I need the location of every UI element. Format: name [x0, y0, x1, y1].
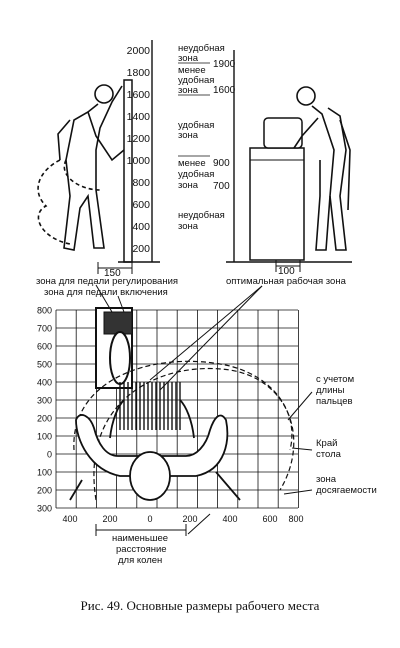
leader-lines	[95, 284, 313, 535]
tick-1400: 1400	[127, 111, 151, 123]
worker-figure	[293, 86, 351, 251]
x-tick-label: 400	[222, 514, 237, 524]
zone-4-line1: менее	[178, 158, 206, 169]
y-tick-label: 600	[37, 342, 52, 352]
optimal-work-zone	[119, 382, 181, 430]
label-reach-2: досягаемости	[316, 485, 377, 496]
tick-1200: 1200	[127, 133, 151, 145]
bottom-panel-labels: зона для педали регулирования зона для п…	[36, 276, 377, 566]
zone-3-line1: удобная	[178, 120, 214, 131]
label-pedal-adjust: зона для педали регулирования	[36, 276, 178, 287]
label-reach-1: зона	[316, 474, 337, 485]
figure-caption: Рис. 49. Основные размеры рабочего места	[80, 598, 320, 613]
label-knees-2: расстояние	[116, 544, 167, 555]
tick-800: 800	[132, 177, 150, 189]
zone-values: 1900 1600 900 700	[213, 59, 236, 192]
top-right-panel: 100	[226, 50, 352, 277]
reach-grid	[55, 309, 299, 509]
bottom-panel: зона для педали регулирования зона для п…	[36, 276, 377, 566]
dim-150-label: 150	[104, 268, 121, 279]
x-tick-labels: 400 200 0 200 400 600 800	[62, 514, 303, 524]
label-pedal-switch: зона для педали включения	[44, 287, 168, 298]
y-tick-label: 100	[37, 432, 52, 442]
zone-labels: неудобная зона менее удобная зона удобна…	[178, 43, 225, 232]
x-tick-label: 600	[262, 514, 277, 524]
seated-person-top-view	[69, 399, 241, 501]
label-fingers-2: длины	[316, 385, 345, 396]
y-tick-labels: 800 700 600 500 400 300 200 100 0 100 200 300	[37, 306, 52, 514]
label-optimal-zone: оптимальная рабочая зона	[226, 276, 347, 287]
tick-1800: 1800	[127, 67, 151, 79]
zone-5-line2: зона	[178, 221, 199, 232]
zone-5-line1: неудобная	[178, 210, 225, 221]
y-tick-label: 100	[37, 468, 52, 478]
tick-400: 400	[132, 221, 150, 233]
zone-4-line2: удобная	[178, 169, 214, 180]
value-900: 900	[213, 158, 230, 169]
y-tick-label: 400	[37, 378, 52, 388]
x-tick-label: 0	[147, 514, 152, 524]
standing-person-figure	[37, 84, 125, 251]
top-left-panel: 150 2000 1800 1600 1400 1200 1000 800 60…	[37, 40, 236, 279]
y-tick-label: 200	[37, 414, 52, 424]
tick-2000: 2000	[127, 45, 151, 57]
reach-arc-outer	[93, 367, 295, 501]
height-tick-labels: 2000 1800 1600 1400 1200 1000 800 600 40…	[127, 45, 151, 255]
knee-dimension	[95, 524, 187, 536]
zone-3-line2: зона	[178, 130, 199, 141]
label-table-edge-1: Край	[316, 438, 337, 449]
x-tick-label: 400	[62, 514, 77, 524]
zone-2-line1: менее	[178, 65, 206, 76]
workbench	[249, 147, 305, 261]
head-top-view	[129, 451, 171, 501]
y-tick-label: 300	[37, 396, 52, 406]
tick-600: 600	[132, 199, 150, 211]
zone-1-line1: неудобная	[178, 43, 225, 54]
y-tick-label: 200	[37, 486, 52, 496]
label-table-edge-2: стола	[316, 449, 342, 460]
dimension-100: 100	[275, 260, 301, 277]
vertical-board	[123, 79, 133, 263]
zone-2-line2: удобная	[178, 75, 214, 86]
x-tick-label: 200	[182, 514, 197, 524]
dim-100-label: 100	[278, 266, 295, 277]
y-tick-label: 0	[47, 450, 52, 460]
label-fingers-3: пальцев	[316, 396, 353, 407]
label-fingers-1: с учетом	[316, 374, 354, 385]
value-1600: 1600	[213, 85, 236, 96]
value-1900: 1900	[213, 59, 236, 70]
tick-1600: 1600	[127, 89, 151, 101]
dimension-150: 150	[97, 262, 133, 279]
label-knees-1: наименьшее	[112, 533, 168, 544]
x-tick-label: 800	[288, 514, 303, 524]
tick-1000: 1000	[127, 155, 151, 167]
y-tick-label: 500	[37, 360, 52, 370]
label-knees-3: для колен	[118, 555, 162, 566]
reach-arc-fingers	[73, 360, 293, 451]
x-tick-label: 200	[102, 514, 117, 524]
zone-1-line2: зона	[178, 53, 199, 64]
tick-200: 200	[132, 243, 150, 255]
pedal-switch-zone	[103, 311, 133, 335]
zone-2-line3: зона	[178, 85, 199, 96]
y-tick-label: 700	[37, 324, 52, 334]
value-700: 700	[213, 181, 230, 192]
machine-top	[263, 117, 303, 149]
zone-4-line3: зона	[178, 180, 199, 191]
y-tick-label: 300	[37, 504, 52, 514]
y-tick-label: 800	[37, 306, 52, 316]
